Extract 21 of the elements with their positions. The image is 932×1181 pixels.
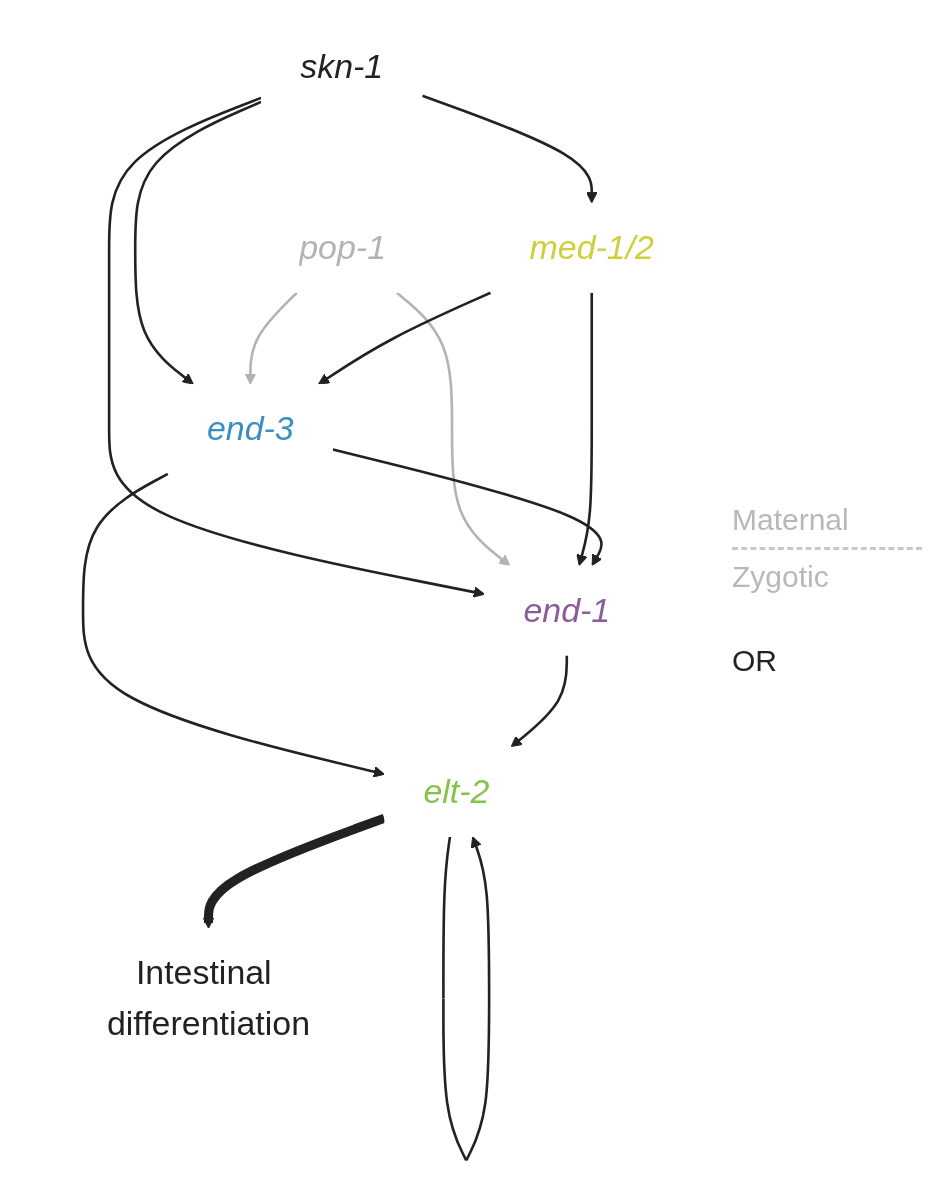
arrow <box>332 447 603 566</box>
arrow <box>81 472 385 777</box>
arrow <box>421 93 598 203</box>
arrow <box>202 813 386 929</box>
node-text: end-3 <box>206 408 294 448</box>
arrow <box>133 100 262 385</box>
arrow <box>510 655 569 747</box>
arrow <box>107 96 485 598</box>
node-text: pop-1 <box>299 227 386 267</box>
arrow <box>396 291 511 566</box>
stage-label: Maternal <box>732 503 850 537</box>
arrow <box>576 292 594 566</box>
node-text: elt-2 <box>423 771 490 811</box>
logic-label: OR <box>732 644 778 678</box>
node-text: med-1/2 <box>529 227 654 267</box>
arrow <box>318 291 492 385</box>
node-text: Intestinal differentiation <box>106 952 311 1043</box>
stage-label: Zygotic <box>732 560 830 594</box>
arrow <box>244 291 298 385</box>
node-text: skn-1 <box>300 45 384 85</box>
node-text: end-1 <box>523 589 611 629</box>
